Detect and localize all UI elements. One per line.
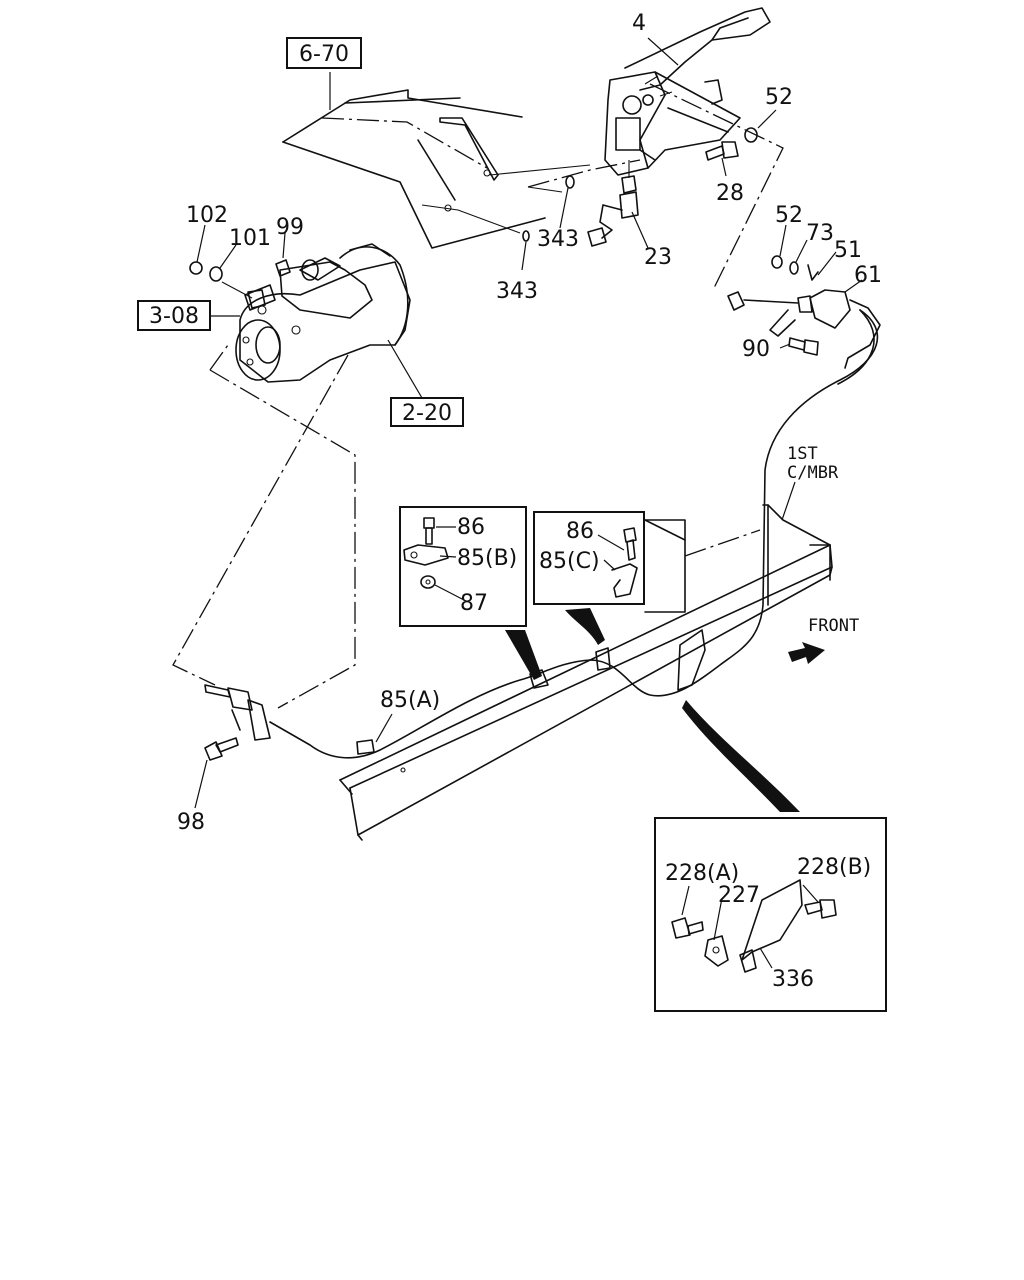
crossmember-label-line1: 1ST [787,444,818,464]
callout-85c[interactable]: 85(C) [539,549,600,574]
callout-52-mid[interactable]: 52 [775,203,803,228]
nut-102 [189,261,203,275]
clip-85a-mounted [356,739,375,755]
cab-floor-panel [282,89,591,249]
transmission-assembly [235,243,411,383]
callout-86-left[interactable]: 86 [457,515,485,540]
clip-343-upper [565,175,575,189]
bolt-28 [705,141,739,161]
callout-90[interactable]: 90 [742,337,770,362]
ref-box-2-20 [390,397,464,427]
ref-box-3-08 [137,300,211,331]
first-crossmember [644,504,831,613]
callout-343-b[interactable]: 343 [496,279,538,304]
detail-box-85b [399,506,527,627]
brake-cable [269,309,879,759]
pointer-arrow-336 [682,700,800,812]
cable-end-transmission [204,684,271,741]
washer-101 [209,266,223,282]
callout-85a[interactable]: 85(A) [380,688,440,713]
brake-switch [587,160,639,247]
callout-86-right[interactable]: 86 [566,519,594,544]
frame-rail [339,544,833,841]
callout-85b[interactable]: 85(B) [457,546,517,571]
leader-lines [194,37,863,969]
ref-3-08[interactable]: 3-08 [149,304,199,329]
bracket-336-mounted [677,629,706,691]
callout-343-a[interactable]: 343 [537,227,579,252]
callout-23[interactable]: 23 [644,245,672,270]
cable-adjuster [727,255,881,369]
callout-98[interactable]: 98 [177,810,205,835]
callout-52-top[interactable]: 52 [765,85,793,110]
callout-28[interactable]: 28 [716,181,744,206]
clip-85c-mounted [595,647,611,671]
callout-101[interactable]: 101 [229,226,271,251]
callout-51[interactable]: 51 [834,238,862,263]
callout-228b[interactable]: 228(B) [797,855,871,880]
bolt-98 [204,737,239,761]
pointer-arrow-85c [565,608,605,645]
parking-brake-lever [604,7,771,176]
crossmember-label-line2: C/MBR [787,463,839,483]
detail-box-336 [654,817,887,1012]
pointer-arrow-85b [505,630,542,680]
front-arrow-icon [788,642,825,664]
callout-336[interactable]: 336 [772,967,814,992]
callout-227[interactable]: 227 [718,883,760,908]
ref-box-6-70 [286,37,362,69]
detail-box-85c [533,511,645,605]
front-label: FRONT [808,616,859,636]
bolt-90 [788,337,819,356]
callout-87[interactable]: 87 [460,591,488,616]
callout-61[interactable]: 61 [854,263,882,288]
callout-102[interactable]: 102 [186,203,228,228]
clip-343-lower [522,230,530,242]
callout-4[interactable]: 4 [632,11,646,36]
callout-228a[interactable]: 228(A) [665,861,739,886]
callout-73[interactable]: 73 [806,221,834,246]
nut-99 [275,259,291,277]
callout-99[interactable]: 99 [276,215,304,240]
ref-2-20[interactable]: 2-20 [402,401,452,426]
ref-6-70[interactable]: 6-70 [299,42,349,67]
